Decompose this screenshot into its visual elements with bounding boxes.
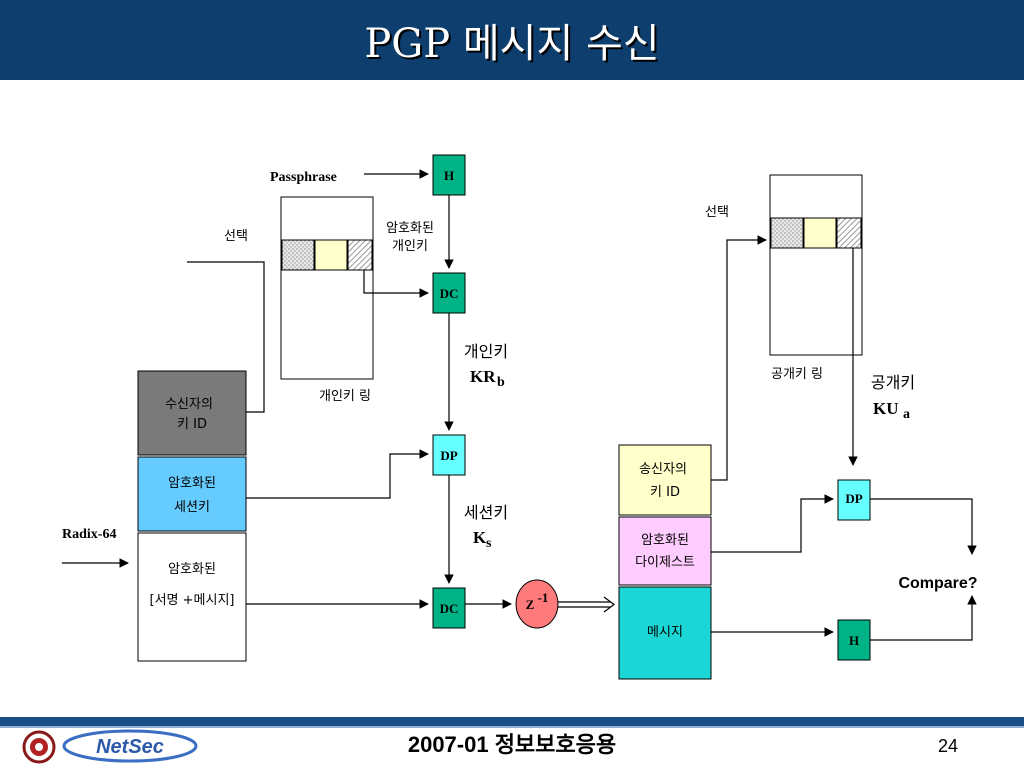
decompress-node-label: Z <box>526 597 535 612</box>
footer-bar <box>0 717 1024 726</box>
compare-label: Compare? <box>898 575 977 592</box>
enc-message-1: 암호화된 <box>168 562 216 577</box>
public-key-symbol: KU <box>873 399 899 418</box>
encrypted-session-key-block <box>137 456 247 532</box>
private-key-subscript: b <box>497 375 505 390</box>
sender-key-id-1: 송신자의 <box>639 462 687 477</box>
enc-private-key-label-1: 암호화된 <box>386 221 434 236</box>
footer-course: 2007-01 정보보호응용 <box>407 732 617 757</box>
dp-node-left-label: DP <box>440 448 457 463</box>
message-label: 메시지 <box>647 625 683 640</box>
title-bar <box>0 0 1024 80</box>
keyring-cell-yellow <box>314 239 348 271</box>
public-keyring-label: 공개키 링 <box>771 367 823 382</box>
sender-key-id-block <box>618 444 712 516</box>
private-key-label: 개인키 <box>464 342 508 361</box>
passphrase-label: Passphrase <box>270 170 337 185</box>
pub-keyring-cell-hatched <box>836 217 862 249</box>
dp-node-left <box>432 434 466 476</box>
select-right-label: 선택 <box>705 205 729 220</box>
private-keyring-label: 개인키 링 <box>319 389 371 404</box>
private-key-symbol: KR <box>470 367 496 386</box>
recipient-key-id-block <box>137 370 247 456</box>
dc-node-top-label: DC <box>440 286 459 301</box>
select-left-label: 선택 <box>224 229 248 244</box>
enc-message-2: [서명 +메시지] <box>150 593 235 608</box>
hash-node-top-label: H <box>444 168 454 183</box>
enc-digest-1: 암호화된 <box>641 533 689 548</box>
hash-node-right <box>837 619 871 661</box>
university-seal-logo <box>22 730 56 764</box>
page-number: 24 <box>937 736 959 756</box>
keyring-cell-hatched <box>347 239 373 271</box>
recipient-key-id-1: 수신자의 <box>165 397 213 412</box>
pub-keyring-cell-dotted <box>770 217 804 249</box>
keyring-cell-dotted <box>281 239 315 271</box>
public-key-subscript: a <box>903 407 910 422</box>
recipient-key-id-2: 키 ID <box>177 417 207 432</box>
radix-64-label: Radix-64 <box>62 527 116 542</box>
session-key-symbol: K <box>473 528 487 547</box>
enc-session-key-2: 세션키 <box>174 500 210 515</box>
hash-node-right-label: H <box>849 633 859 648</box>
public-key-label: 공개키 <box>871 373 915 392</box>
dc-node-bottom <box>432 587 466 629</box>
netsec-logo-text: NetSec <box>96 736 164 758</box>
enc-digest-2: 다이제스트 <box>635 555 695 570</box>
dc-node-bottom-label: DC <box>440 601 459 616</box>
session-key-subscript: s <box>486 536 492 551</box>
private-keyring <box>280 196 374 380</box>
sender-key-id-2: 키 ID <box>650 485 680 500</box>
public-keyring <box>769 174 863 356</box>
netsec-logo: NetSec <box>62 729 198 763</box>
decompress-node-sup: -1 <box>538 590 549 605</box>
message-block <box>618 586 712 680</box>
enc-private-key-label-2: 개인키 <box>392 239 428 254</box>
dp-node-right-label: DP <box>845 491 862 506</box>
decompress-node <box>515 579 559 629</box>
encrypted-message-block <box>137 532 247 662</box>
session-key-label: 세션키 <box>464 503 508 522</box>
slide-title: PGP 메시지 수신 <box>364 21 660 67</box>
pub-keyring-cell-yellow <box>803 217 837 249</box>
encrypted-digest-block <box>618 516 712 586</box>
enc-session-key-1: 암호화된 <box>168 476 216 491</box>
footer-line <box>0 726 1024 728</box>
dp-node-right <box>837 479 871 521</box>
